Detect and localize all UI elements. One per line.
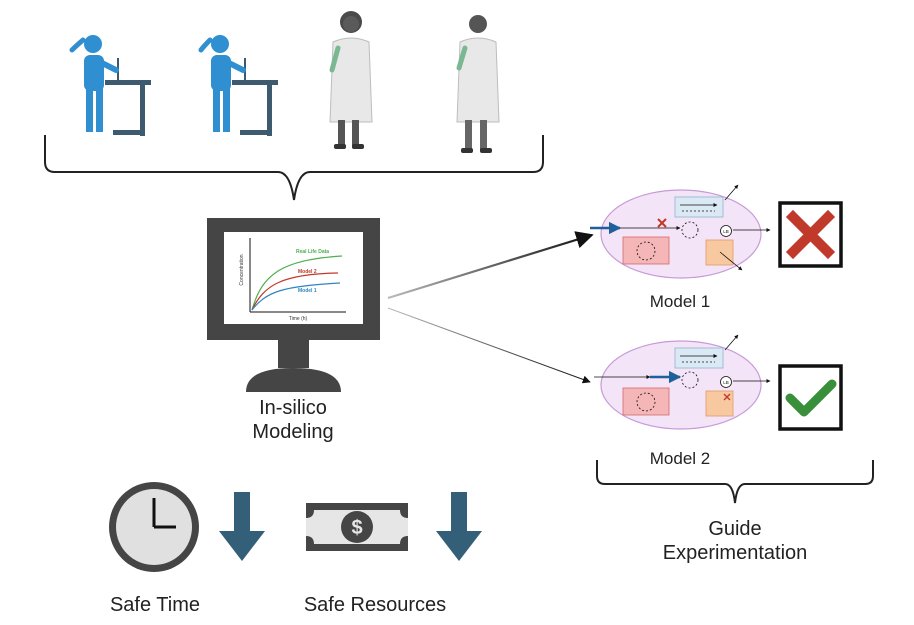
model-1-label: Model 1 — [649, 292, 711, 311]
dollar-bill-icon: $ — [306, 503, 408, 551]
time-down-arrow — [219, 492, 265, 561]
modeling-label-line-2: Modeling — [252, 421, 334, 443]
model-1-result-box — [778, 201, 843, 268]
arrow-to-model-2 — [387, 307, 591, 384]
guide-label-line-2: Experimentation — [662, 542, 808, 564]
safe-resources-label: Safe Resources — [303, 594, 447, 616]
top-brace — [44, 135, 544, 201]
guide-label-line-1: Guide — [708, 518, 762, 540]
guide-brace — [596, 460, 874, 504]
screen-chart: Time (h) Concentration Real Life Data Mo… — [239, 238, 346, 322]
model-2-result-box — [778, 364, 843, 431]
modeling-label-line-1: In-silico — [259, 397, 327, 419]
resources-down-arrow — [436, 492, 482, 561]
series-line-model-2 — [251, 272, 339, 311]
safe-time-label: Safe Time — [109, 594, 201, 616]
model-2-node-label: LB — [723, 380, 729, 385]
green-check-icon — [785, 379, 837, 417]
arrow-to-model-1 — [387, 231, 594, 300]
model-1-node-label: LB — [723, 229, 729, 234]
series-label-real-life-data: Real Life Data — [296, 249, 329, 255]
series-line-real-life-data — [251, 255, 343, 311]
model-1-pathway-cell: LB — [590, 184, 771, 279]
scientist-lab-coat-2 — [456, 15, 500, 153]
screen-chart-ylabel: Concentration — [239, 254, 245, 285]
scientist-at-bench-2 — [198, 35, 278, 136]
series-label-model-1: Model 1 — [298, 288, 317, 294]
model-2-label: Model 2 — [649, 449, 711, 468]
scientist-lab-coat-1 — [329, 11, 373, 149]
scientist-at-bench-1 — [69, 35, 151, 136]
model-2-pathway-cell: LB — [594, 334, 771, 430]
svg-text:$: $ — [351, 517, 362, 539]
series-label-model-2: Model 2 — [298, 269, 317, 275]
clock-icon — [109, 482, 199, 572]
screen-chart-xlabel: Time (h) — [289, 316, 308, 322]
red-x-icon — [785, 209, 836, 260]
series-line-model-1 — [251, 282, 341, 311]
computer-monitor — [207, 218, 380, 392]
